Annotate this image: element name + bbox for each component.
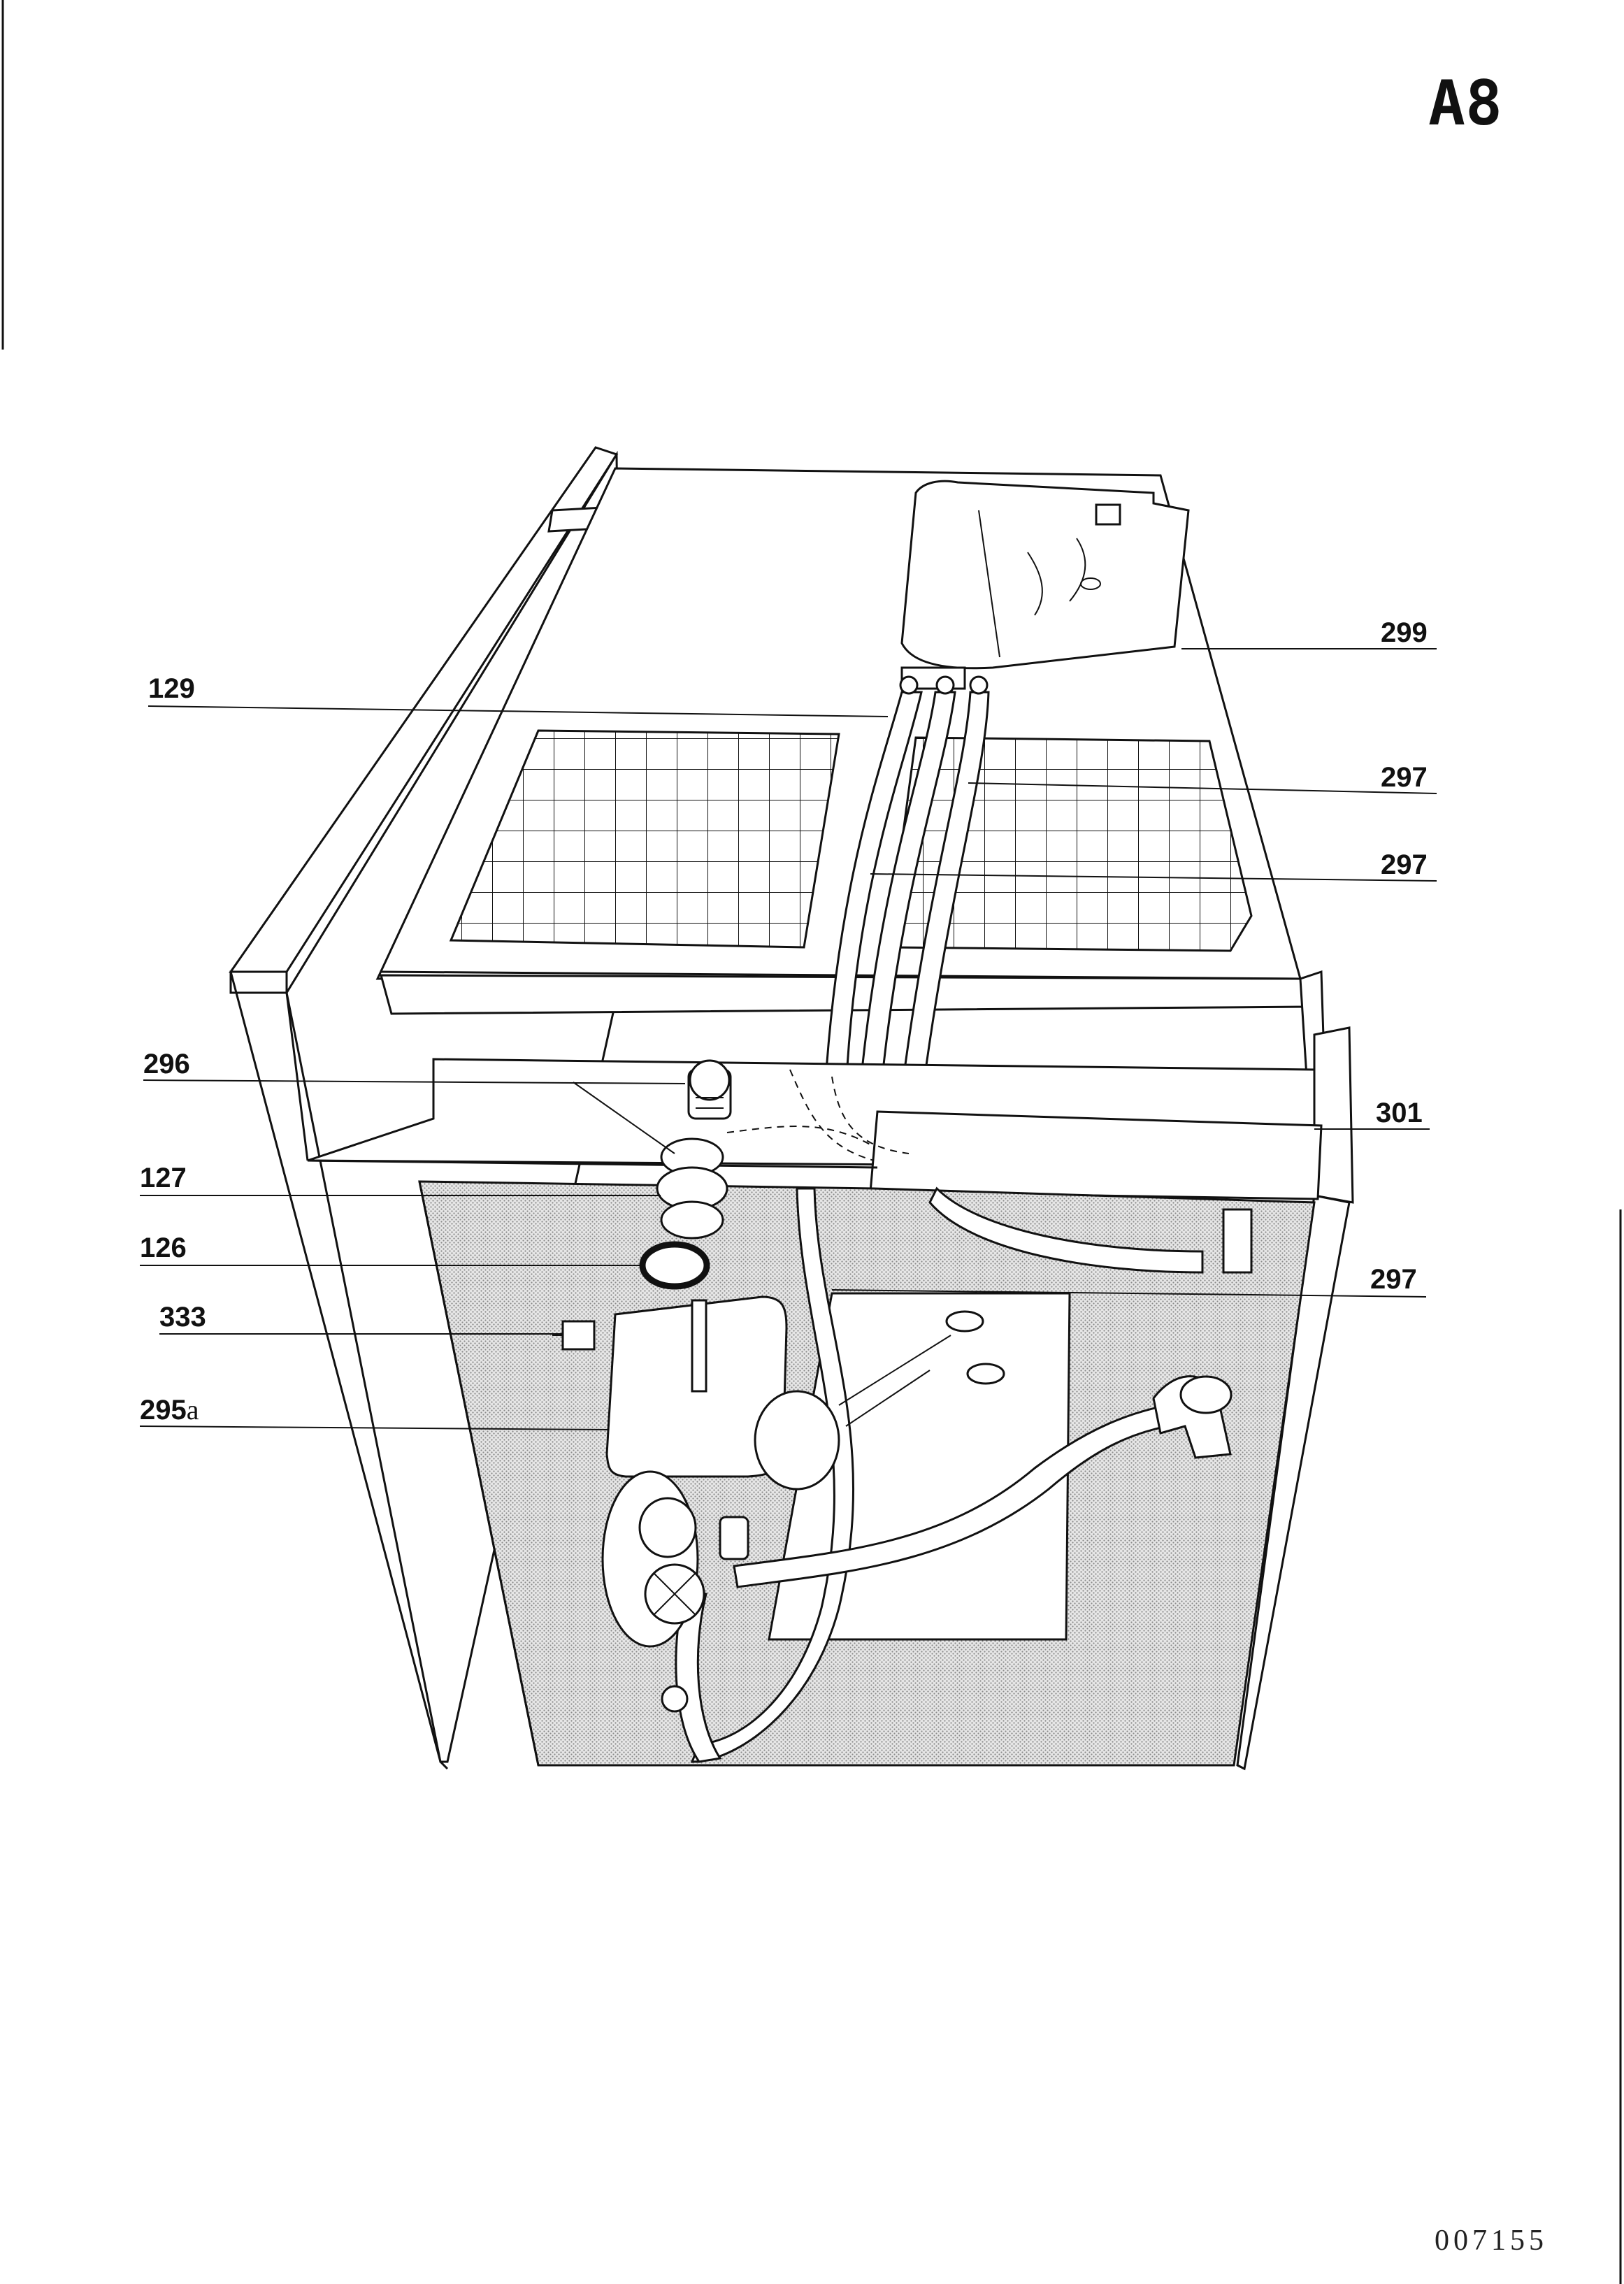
page-code: A8 <box>1428 67 1502 139</box>
document-number: 007155 <box>1435 2225 1548 2257</box>
hidden-hose-routes <box>726 1069 910 1161</box>
callout-297-upper: 297 <box>1381 762 1428 793</box>
callout-297-middle: 297 <box>1381 849 1428 880</box>
callout-295a-number: 295 <box>140 1395 187 1425</box>
leader-297a <box>968 782 1437 794</box>
callout-labels: 299 129 297 297 296 301 127 126 297 333 … <box>140 617 1428 1425</box>
leader-129 <box>148 705 889 717</box>
pipe-fitting-296 <box>687 1059 732 1120</box>
motor-unit <box>601 1470 749 1713</box>
seal-ring-126 <box>639 1241 710 1290</box>
appliance-drawing <box>229 446 1354 1771</box>
leader-297c <box>831 1289 1427 1298</box>
pump-housing-295a <box>552 1295 840 1491</box>
callout-333: 333 <box>159 1302 206 1333</box>
clamp-tool <box>838 1310 1005 1427</box>
callout-296: 296 <box>143 1049 190 1079</box>
callout-297-lower: 297 <box>1370 1264 1417 1295</box>
callout-126: 126 <box>140 1233 187 1263</box>
cross-beam-301 <box>307 1058 1323 1200</box>
leader-295a <box>139 1425 609 1430</box>
elbow-fitting <box>1152 1208 1253 1459</box>
leader-296-branch <box>573 1082 675 1154</box>
leader-296 <box>143 1079 686 1084</box>
callout-299: 299 <box>1381 617 1428 648</box>
leader-297b <box>870 873 1437 882</box>
callout-129: 129 <box>148 673 195 704</box>
leader-lines <box>139 648 1437 1430</box>
filter-mat-left <box>449 729 840 949</box>
pipe-fitting-127 <box>656 1137 728 1240</box>
callout-295a-suffix: a <box>187 1394 199 1425</box>
callout-295a: 295a <box>140 1394 199 1425</box>
callout-127: 127 <box>140 1163 187 1193</box>
callout-301: 301 <box>1376 1098 1423 1128</box>
